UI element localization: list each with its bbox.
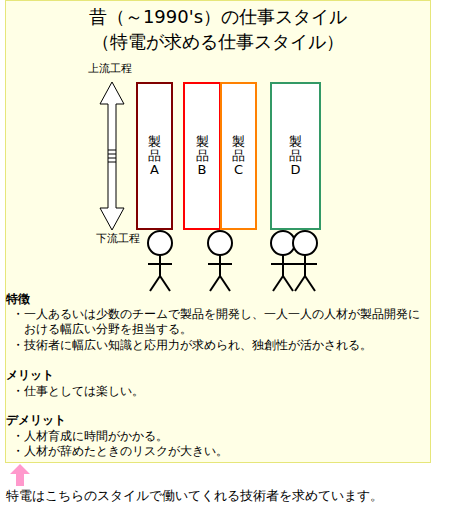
stick-figures [148, 231, 317, 291]
product-box: 製品C [220, 82, 257, 230]
product-box: 製品B [183, 82, 221, 230]
product-box: 製品D [270, 82, 321, 230]
bullet-text: ・人材育成に時間がかかる。 [12, 429, 428, 444]
bullet-text: ・人材が辞めたときのリスクが大きい。 [12, 444, 428, 459]
stage-label: 上流工程 [88, 62, 148, 76]
section-heading: 特徴 [6, 292, 206, 308]
arrow-marks [108, 150, 116, 162]
product-label: 製品C [232, 135, 245, 178]
bullet-text: ・一人あるいは少数のチームで製品を開発し、一人一人の人材が製品開発における幅広い… [12, 307, 428, 337]
product-label: 製品A [148, 135, 161, 178]
product-label: 製品D [289, 135, 302, 178]
subtitle: （特電が求める仕事スタイル） [6, 30, 430, 53]
caption-text: 特電はこちらのスタイルで働いてくれる技術者を求めています。 [6, 488, 462, 505]
process-arrow [100, 82, 124, 230]
diagram-title: 昔（～1990's）の仕事スタイル [6, 6, 430, 29]
section-heading: デメリット [6, 413, 206, 429]
product-label: 製品B [196, 135, 209, 178]
pointer-arrow [10, 464, 30, 486]
product-box: 製品A [136, 82, 173, 230]
bullet-text: ・仕事としては楽しい。 [12, 384, 428, 399]
bullet-text: ・技術者に幅広い知識と応用力が求められ、独創性が活かされる。 [12, 338, 428, 353]
section-heading: メリット [6, 368, 206, 384]
stage-label: 下流工程 [96, 232, 146, 246]
